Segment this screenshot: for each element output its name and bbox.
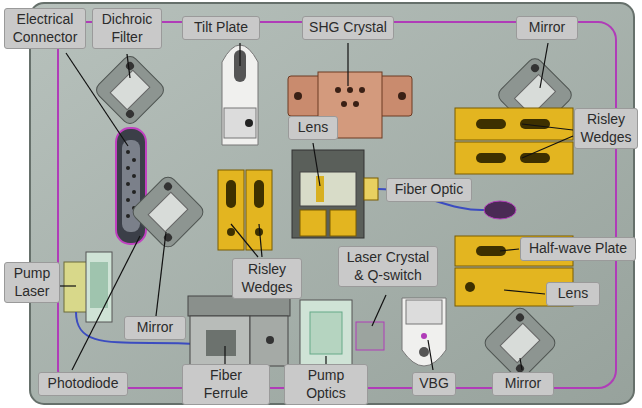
part-label: VBG [417, 375, 451, 393]
part-label: Risley Wedges [579, 111, 633, 146]
pump-fiber [76, 312, 200, 344]
callout-box: Photodiode [38, 372, 128, 396]
dichroic-mount [93, 53, 167, 127]
mirror-mount [482, 305, 558, 381]
seal-outline [58, 22, 616, 388]
callout-box: Lens [288, 116, 338, 140]
part-label: Lens [293, 119, 333, 137]
fiber-feedthrough [484, 201, 516, 219]
part-label: Laser Crystal & Q-switch [343, 249, 433, 284]
callout-box: VBG [412, 372, 456, 396]
part-label: Photodiode [43, 375, 123, 393]
part-label: Fiber Optic [391, 181, 467, 199]
callout-box: SHG Crystal [302, 16, 394, 40]
risley-wedges [455, 108, 573, 174]
part-label: Electrical Connector [9, 11, 81, 46]
leader-lines [60, 43, 573, 370]
lens-mount [292, 150, 378, 238]
callout-box: Pump Laser [4, 262, 60, 303]
callout-box: Lens [546, 282, 600, 306]
vbg-mount [402, 298, 446, 366]
callout-box: Electrical Connector [4, 8, 86, 49]
mirror-mount [130, 174, 206, 250]
callout-box: Risley Wedges [574, 108, 638, 149]
part-label: Fiber Ferrule [187, 367, 265, 402]
callout-box: Risley Wedges [232, 258, 302, 299]
callout-box: Pump Optics [284, 364, 368, 405]
callout-box: Fiber Optic [386, 178, 472, 202]
electrical-connector [116, 128, 146, 244]
risley-wedges [218, 170, 272, 250]
part-label: Lens [551, 285, 595, 303]
part-label: Risley Wedges [237, 261, 297, 296]
part-label: SHG Crystal [307, 19, 389, 37]
part-label: Mirror [129, 319, 181, 337]
callout-box: Half-wave Plate [520, 237, 636, 261]
part-label: Dichroic Filter [97, 11, 157, 46]
laser-crystal [356, 322, 384, 350]
callout-box: Mirror [516, 16, 578, 40]
callout-box: Tilt Plate [182, 16, 260, 40]
callout-box: Fiber Ferrule [182, 364, 270, 405]
base-plate [30, 3, 634, 404]
pump-laser [64, 252, 112, 322]
callout-box: Laser Crystal & Q-switch [338, 246, 438, 287]
part-label: Tilt Plate [187, 19, 255, 37]
part-label: Half-wave Plate [525, 240, 631, 258]
part-label: Mirror [521, 19, 573, 37]
part-label: Mirror [497, 375, 549, 393]
callout-box: Dichroic Filter [92, 8, 162, 49]
part-label: Pump Laser [9, 265, 55, 300]
shg-crystal [288, 72, 412, 138]
fiber-ferrule [188, 296, 290, 366]
callout-box: Mirror [124, 316, 186, 340]
callout-box: Mirror [492, 372, 554, 396]
part-label: Pump Optics [289, 367, 363, 402]
